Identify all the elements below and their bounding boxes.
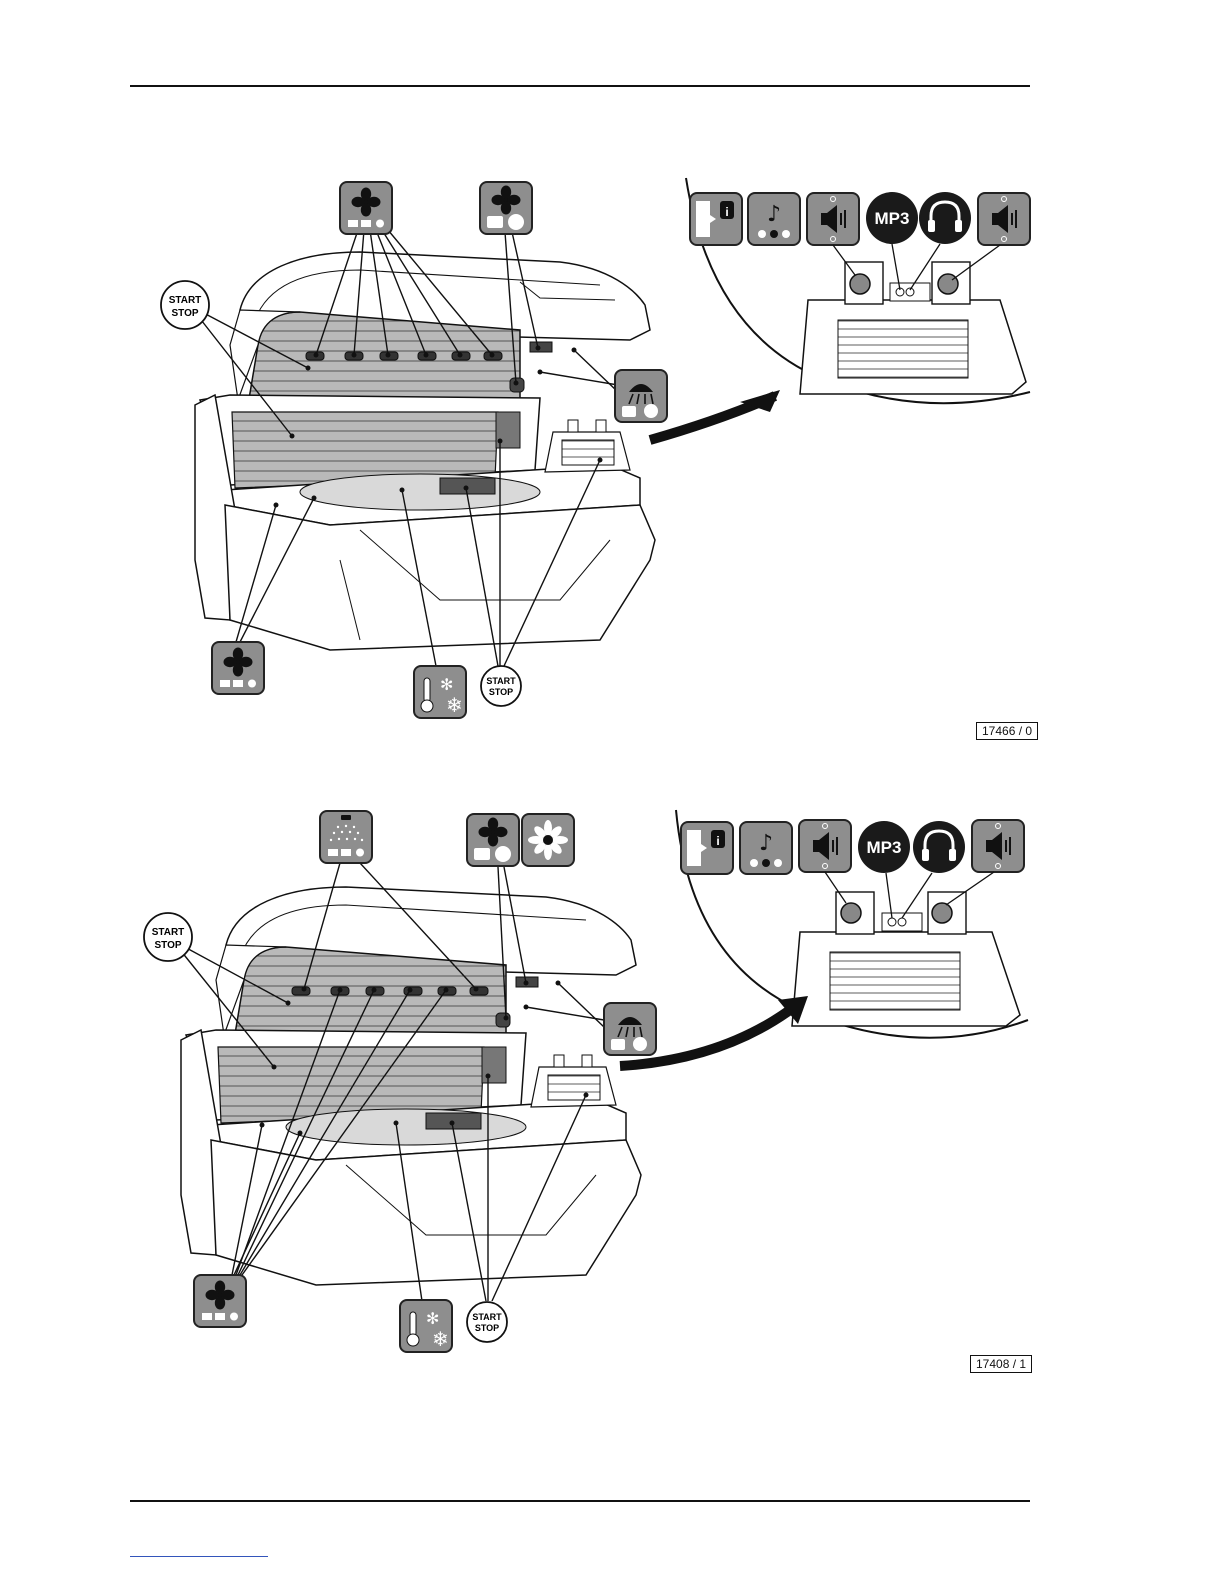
stop-label: STOP	[171, 308, 198, 319]
svg-text:STOP: STOP	[154, 940, 181, 951]
aqua-mist-tile	[320, 811, 372, 863]
svg-text:i: i	[725, 205, 728, 219]
svg-text:MP3: MP3	[875, 209, 910, 228]
svg-text:♪: ♪	[759, 831, 773, 856]
shower-tile-b	[604, 1003, 656, 1055]
info-voice-tile: i	[690, 193, 742, 245]
svg-text:STOP: STOP	[489, 687, 513, 697]
svg-text:START: START	[472, 1312, 502, 1322]
svg-text:♪: ♪	[767, 202, 781, 227]
volume-tile-right	[978, 193, 1030, 245]
shower-tile	[615, 370, 667, 422]
start-stop-badge-bottom: START STOP	[481, 666, 521, 706]
music-tile: ♪	[748, 193, 800, 245]
start-stop-badge-left: START STOP	[161, 281, 209, 329]
svg-text:i: i	[716, 834, 719, 848]
volume-tile-left	[807, 193, 859, 245]
fan-body-tile-b	[194, 1275, 246, 1327]
start-stop-badge-bottom-b: START STOP	[467, 1302, 507, 1342]
fan-shoulder-tile-b	[467, 814, 519, 866]
fan-shoulder-tile	[480, 182, 532, 234]
svg-text:✻: ✻	[440, 675, 453, 694]
figure-top: START STOP ✻ ❄ START STOP	[161, 178, 1030, 718]
svg-text:✻: ✻	[426, 1309, 439, 1328]
figure-bottom: START STOP ✻ ❄ START STOP	[144, 811, 656, 1352]
svg-text:START: START	[152, 927, 185, 938]
fan-body-tile	[212, 642, 264, 694]
svg-text:MP3: MP3	[867, 838, 902, 857]
media-zoom-top: i ♪ MP3	[650, 178, 1030, 440]
figure-ref-top: 17466 / 0	[976, 722, 1038, 740]
svg-text:START: START	[486, 676, 516, 686]
figure-ref-bottom: 17408 / 1	[970, 1355, 1032, 1373]
fan-canopy-tile	[340, 182, 392, 234]
thermo-cool-tile-b: ✻ ❄	[400, 1300, 452, 1352]
aroma-flower-tile	[522, 814, 574, 866]
svg-text:❄: ❄	[446, 693, 463, 717]
mp3-badge: MP3	[866, 192, 918, 244]
start-stop-badge-left-b: START STOP	[144, 913, 192, 961]
headphones-badge	[919, 192, 971, 244]
svg-text:❄: ❄	[432, 1327, 449, 1351]
svg-text:STOP: STOP	[475, 1323, 499, 1333]
media-zoom-bottom: i ♪ MP3	[620, 810, 1028, 1066]
thermo-cool-tile: ✻ ❄	[414, 666, 466, 718]
start-label: START	[169, 295, 202, 306]
